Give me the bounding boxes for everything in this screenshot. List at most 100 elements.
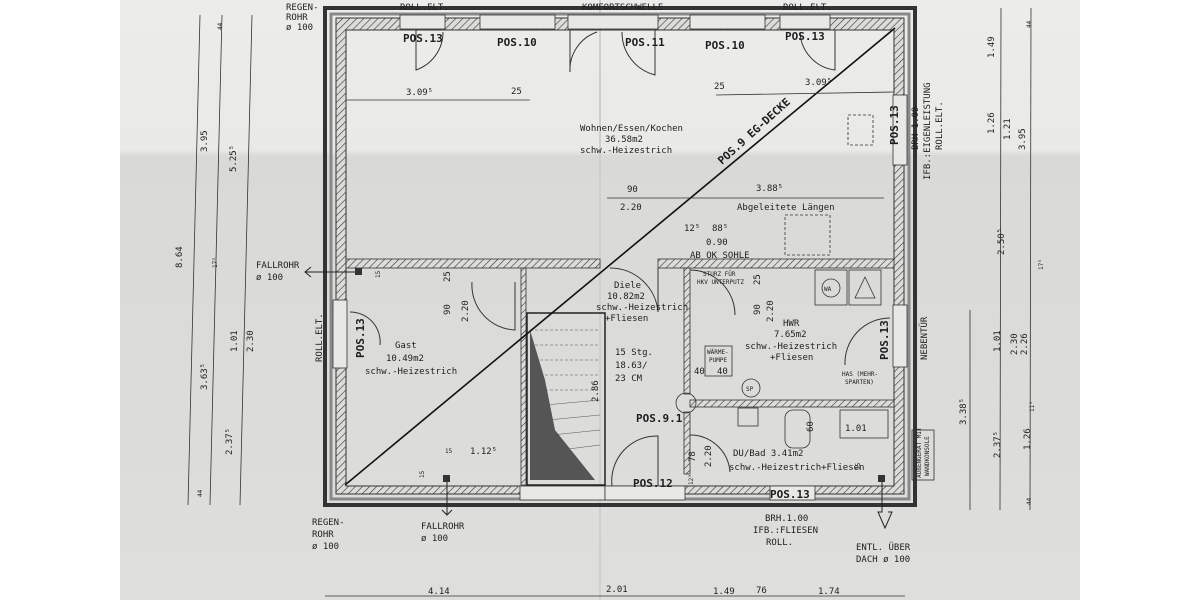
dim: 78 (688, 451, 698, 462)
dim: 40 (717, 367, 728, 377)
fallrohr-label: FALLROHR (256, 261, 300, 271)
left-dimensions: 8.64 44 3.95 5.25⁵ 17⁵ 1.01 2.30 3.63⁵ 2… (175, 22, 256, 497)
outdoor-unit-label: AUßENGERÄT MIT (916, 427, 923, 478)
dimension-label: 2.37⁵ (993, 431, 1003, 458)
room-area: 10.82m2 (607, 292, 645, 302)
entl-label: ENTL. ÜBER (856, 542, 911, 553)
fallrohr-size: ø 100 (256, 273, 283, 283)
dimension-label: 2.30 (246, 330, 256, 352)
dim: 1.74 (818, 587, 840, 597)
dimension-label: 44 (1026, 20, 1033, 28)
dimension-label: 44 (217, 22, 224, 30)
dim: 15 (375, 270, 382, 278)
dimension-label: 1.21 (1003, 118, 1013, 140)
dim: 2.86 (591, 380, 601, 402)
sturz-label-2: HKV UNTERPUTZ (697, 279, 744, 286)
dim: 90 (443, 304, 453, 315)
dim: 40 (694, 367, 705, 377)
dimension-label: 2.37⁵ (225, 428, 235, 455)
pos-9-1: POS.9.1 (636, 412, 683, 425)
ceiling-span-line (344, 27, 896, 486)
room-floor-2: +Fliesen (605, 314, 648, 324)
dimension-label: 2.50⁵ (997, 228, 1007, 255)
door-pos-13-hwr: POS.13 (878, 320, 891, 360)
window-pos-13-left: POS.13 (354, 318, 367, 358)
dim: 15 (855, 462, 862, 470)
brh-bottom: BRH.1.00 (765, 514, 808, 524)
dim: 2.01 (606, 585, 628, 595)
outdoor-unit-box (911, 429, 935, 481)
dim: 2.20 (704, 445, 714, 467)
roll-elt-top-right: ROLL.ELT. (783, 3, 832, 13)
dim: 15 (419, 470, 426, 478)
stairs-rise: 18.63/ (615, 361, 648, 371)
room-hwr: STURZ FÜR HKV UNTERPUTZ 25 90 2.20 WA HW… (694, 271, 891, 393)
fallrohr-bottom: FALLROHR (421, 522, 465, 532)
dim: 12⁵ (684, 224, 700, 234)
ifb-label: IFB.:EIGENLEISTUNG (923, 82, 933, 180)
top-labels: REGEN- ROHR ø 100 ROLL.ELT. KOMFORTSCHWE… (286, 3, 832, 52)
room-name: Diele (614, 281, 641, 291)
regenrohr-size: ø 100 (312, 542, 339, 552)
roll-label-left: ROLL.ELT. (315, 313, 325, 362)
dim: 4.14 (428, 587, 450, 597)
room-floor-2: +Fliesen (770, 353, 813, 363)
dimension-label: 3.63⁵ (200, 363, 210, 390)
dim: 1.12⁵ (470, 447, 497, 457)
room-area: 36.58m2 (605, 135, 643, 145)
dimension-label: 3.95 (200, 130, 210, 152)
window-pos-13-bad: POS.13 (770, 488, 810, 501)
dimension-label: 3.38⁵ (959, 398, 969, 425)
room-floor: schw.-Heizestrich (596, 303, 688, 313)
window-pos-13-b: POS.13 (785, 30, 825, 43)
room-area: 7.65m2 (774, 330, 807, 340)
fallrohr-bottom-size: ø 100 (421, 534, 448, 544)
has-label: HAS (MEHR- (842, 371, 878, 378)
heat-pump-label-2: PUMPE (709, 357, 727, 364)
dim: 12⁵ (688, 474, 695, 485)
door-swings (349, 30, 891, 487)
storage-tank-icon (741, 378, 761, 398)
dim: 90 (627, 185, 638, 195)
dimension-label: 44 (197, 489, 204, 497)
dimension-label: 1.01 (993, 330, 1003, 352)
roll-bottom: ROLL. (766, 538, 793, 548)
regenrohr-label: REGEN- (312, 518, 345, 528)
ifb-bottom: IFB.:FLIESEN (753, 526, 818, 536)
dim: 25 (714, 82, 725, 92)
side-door-label: NEBENTÜR (919, 316, 930, 360)
dimension-label: 1.26 (987, 112, 997, 134)
dimension-label: 3.95 (1018, 128, 1028, 150)
dimension-label: 1.49 (987, 36, 997, 58)
stairs-count: 15 Stg. (615, 348, 653, 358)
dim: 3.88⁵ (756, 184, 783, 194)
washing-machine-icon (821, 278, 841, 298)
sturz-label: STURZ FÜR (703, 271, 736, 278)
dryer-triangle-icon (854, 276, 876, 299)
right-dimensions: 44 1.49 1.26 1.21 3.95 2.50⁵ 17⁵ 1.01 2.… (959, 20, 1045, 505)
roll-elt-top-left: ROLL.ELT. (400, 3, 449, 13)
dimension-label: 2.30 (1010, 333, 1020, 355)
room-name: DU/Bad 3.41m2 (733, 449, 803, 459)
staircase (526, 312, 606, 486)
window-pos-10: POS.10 (497, 36, 537, 49)
regenrohr-label-2: ROHR (312, 530, 334, 540)
dimension-label: 11⁵ (1029, 401, 1036, 412)
room-bad: 78 2.20 12⁵ 60 1.01 15 DU/Bad 3.41m2 sch… (688, 421, 867, 501)
dim: 0.90 (706, 238, 728, 248)
dim: 15 (445, 448, 453, 455)
kitchen-note: AB OK SOHLE (690, 251, 750, 261)
dim: 3.09⁵ (805, 78, 832, 88)
window-pos-13: POS.13 (403, 32, 443, 45)
dimension-label: 1.01 (230, 330, 240, 352)
brh-label: BRH 1.09 (911, 107, 921, 150)
room-floor: schw.-Heizestrich (580, 146, 672, 156)
entl-size: DACH ø 100 (856, 555, 910, 565)
bottom-labels: REGEN- ROHR ø 100 FALLROHR ø 100 BRH.1.0… (312, 514, 911, 597)
room-name: Wohnen/Essen/Kochen (580, 124, 683, 134)
roll-label: ROLL.ELT. (935, 101, 945, 150)
toilet-icon (784, 409, 811, 449)
stairs-run: 23 CM (615, 374, 643, 384)
